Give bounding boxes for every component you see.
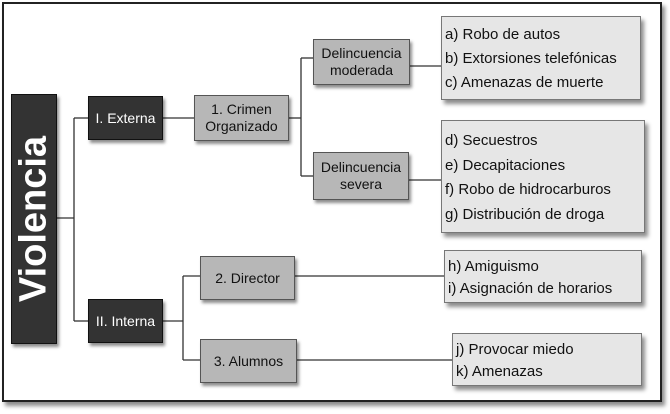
list-item: c) Amenazas de muerte [445,74,604,91]
root-label: Violencia [12,135,55,303]
list-item: g) Distribución de droga [445,205,605,223]
node-delincuencia-moderada: Delincuencia moderada [313,39,410,85]
list-item: h) Amiguismo [448,258,539,275]
node-alumnos: 3. Alumnos [200,339,297,383]
list-item: i) Asignación de horarios [448,280,613,297]
node-externa: I. Externa [88,96,163,140]
list-alumnos: j) Provocar miedo k) Amenazas [452,333,642,386]
list-item: d) Secuestros [445,132,538,149]
list-item: e) Decapitaciones [445,156,566,174]
root-node-violencia [11,94,57,344]
list-severa: d) Secuestros e) Decapitaciones f) Robo … [441,120,645,233]
list-item: j) Provocar miedo [456,341,574,358]
node-director: 2. Director [200,256,295,300]
node-interna: II. Interna [88,299,163,343]
list-item: a) Robo de autos [445,26,561,43]
list-moderada: a) Robo de autos b) Extorsiones telefóni… [441,16,641,100]
list-director: h) Amiguismo i) Asignación de horarios [444,250,642,303]
node-delincuencia-severa: Delincuencia severa [313,152,409,200]
list-item: b) Extorsiones telefónicas [445,50,617,67]
list-item: f) Robo de hidrocarburos [445,181,611,198]
list-item: k) Amenazas [456,363,543,380]
node-crimen-organizado: 1. Crimen Organizado [194,95,289,141]
